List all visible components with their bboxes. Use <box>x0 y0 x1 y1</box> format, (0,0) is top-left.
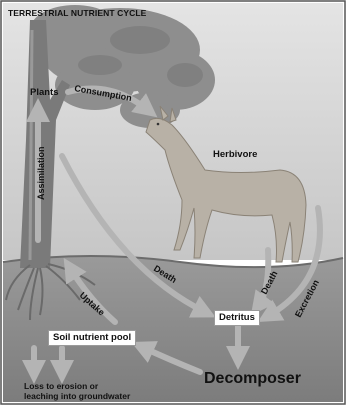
decomposer-label: Decomposer <box>204 371 301 387</box>
loss-label-line1: Loss to erosion or <box>24 381 130 391</box>
deer-eye <box>157 123 160 126</box>
soil-nutrient-pool-box: Soil nutrient pool <box>48 330 136 346</box>
herbivore-label: Herbivore <box>213 150 257 160</box>
plants-label: Plants <box>30 88 59 98</box>
assimilation-label: Assimilation <box>36 146 46 200</box>
loss-label: Loss to erosion or leaching into groundw… <box>24 381 130 401</box>
trunk-highlight <box>30 30 32 260</box>
detritus-box: Detritus <box>214 310 260 326</box>
diagram-title: TERRESTRIAL NUTRIENT CYCLE <box>8 9 146 18</box>
loss-label-line2: leaching into groundwater <box>24 391 130 401</box>
